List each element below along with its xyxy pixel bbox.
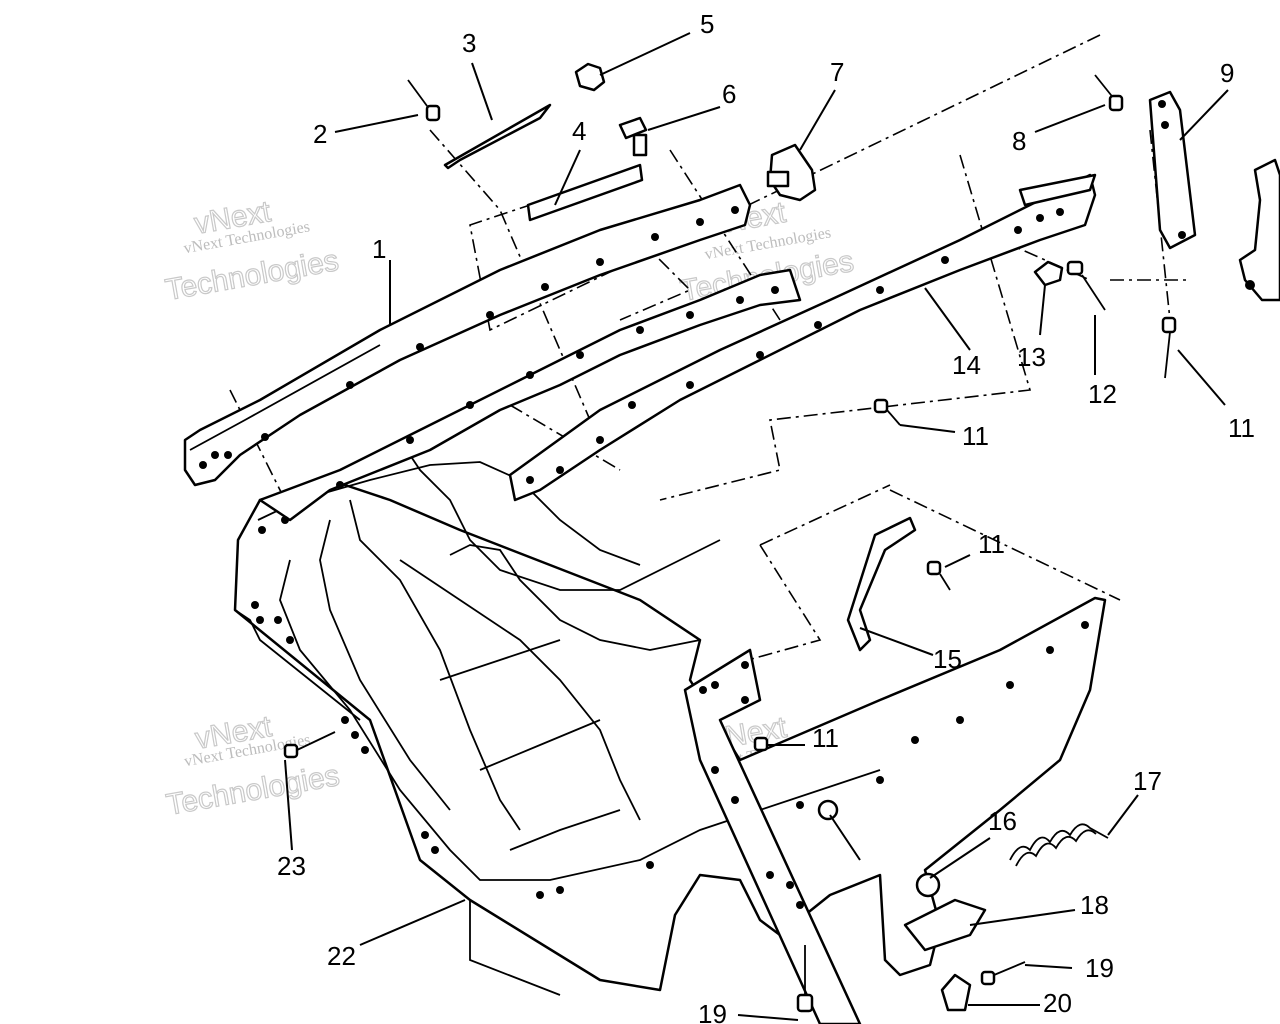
center-support — [683, 648, 862, 1024]
strip-part-4 — [526, 163, 644, 222]
callout-4: 4 — [572, 116, 586, 146]
callout-20: 20 — [1043, 988, 1072, 1018]
nut-part-5 — [574, 62, 606, 92]
rivet-part-11-d — [753, 736, 769, 752]
watermark-left-top: vNext vNext Technologies Technologies — [162, 194, 341, 307]
hinge-right — [1238, 158, 1280, 302]
callout-18: 18 — [1080, 890, 1109, 920]
callout-17: 17 — [1133, 766, 1162, 796]
plate-part-3 — [443, 103, 552, 170]
rivet-part-12 — [1066, 260, 1106, 311]
rivet-part-11-a — [873, 398, 901, 426]
callout-13: 13 — [1017, 342, 1046, 372]
callout-9: 9 — [1220, 58, 1234, 88]
bolt-part-6 — [618, 116, 648, 157]
spring-part-17 — [1009, 823, 1109, 867]
rivet-part-11-b — [1161, 316, 1177, 379]
rivet-part-8 — [1094, 74, 1124, 112]
bracket-part-9 — [1148, 90, 1197, 250]
upper-panel — [258, 268, 802, 524]
callout-8: 8 — [1012, 126, 1026, 156]
callout-11-a: 11 — [962, 421, 989, 451]
support-arm-part-15 — [846, 516, 917, 652]
hood-body-part-22 — [233, 439, 1107, 996]
plug-part-16 — [817, 799, 941, 898]
callout-11-b: 11 — [1228, 413, 1255, 443]
callout-5: 5 — [700, 9, 714, 39]
callout-19-a: 19 — [1085, 953, 1114, 983]
clamp-part-20 — [940, 973, 972, 1012]
callout-12: 12 — [1088, 379, 1117, 409]
watermark-left-bottom: vNext vNext Technologies Technologies — [163, 709, 342, 822]
callout-23: 23 — [277, 851, 306, 881]
callout-7: 7 — [830, 57, 844, 87]
bumper-rail-part-1 — [183, 183, 752, 487]
grommet-part-13 — [1033, 260, 1064, 287]
callout-6: 6 — [722, 79, 736, 109]
callout-11-d: 11 — [812, 723, 839, 753]
callout-19-b: 19 — [698, 999, 727, 1024]
leader-lines — [284, 32, 1229, 1021]
callout-1: 1 — [372, 234, 386, 264]
rivet-part-2 — [407, 79, 441, 122]
callout-22: 22 — [327, 941, 356, 971]
callout-14: 14 — [952, 350, 981, 380]
rivet-part-11-c — [926, 560, 951, 591]
clip-part-7 — [766, 143, 817, 202]
hinge-plate-part-18 — [903, 898, 987, 952]
callout-2: 2 — [313, 119, 327, 149]
rivet-part-19-a — [980, 961, 1026, 986]
callout-15: 15 — [933, 644, 962, 674]
callout-16: 16 — [988, 806, 1017, 836]
rivet-part-23 — [283, 731, 336, 759]
panel-strip-part-14 — [508, 173, 1097, 502]
callout-3: 3 — [462, 28, 476, 58]
callout-11-c: 11 — [978, 529, 1005, 559]
rivet-part-19-b — [796, 945, 814, 1013]
callout-labels: 1 2 3 4 5 6 7 8 9 11 11 11 11 12 13 14 1… — [277, 9, 1255, 1024]
